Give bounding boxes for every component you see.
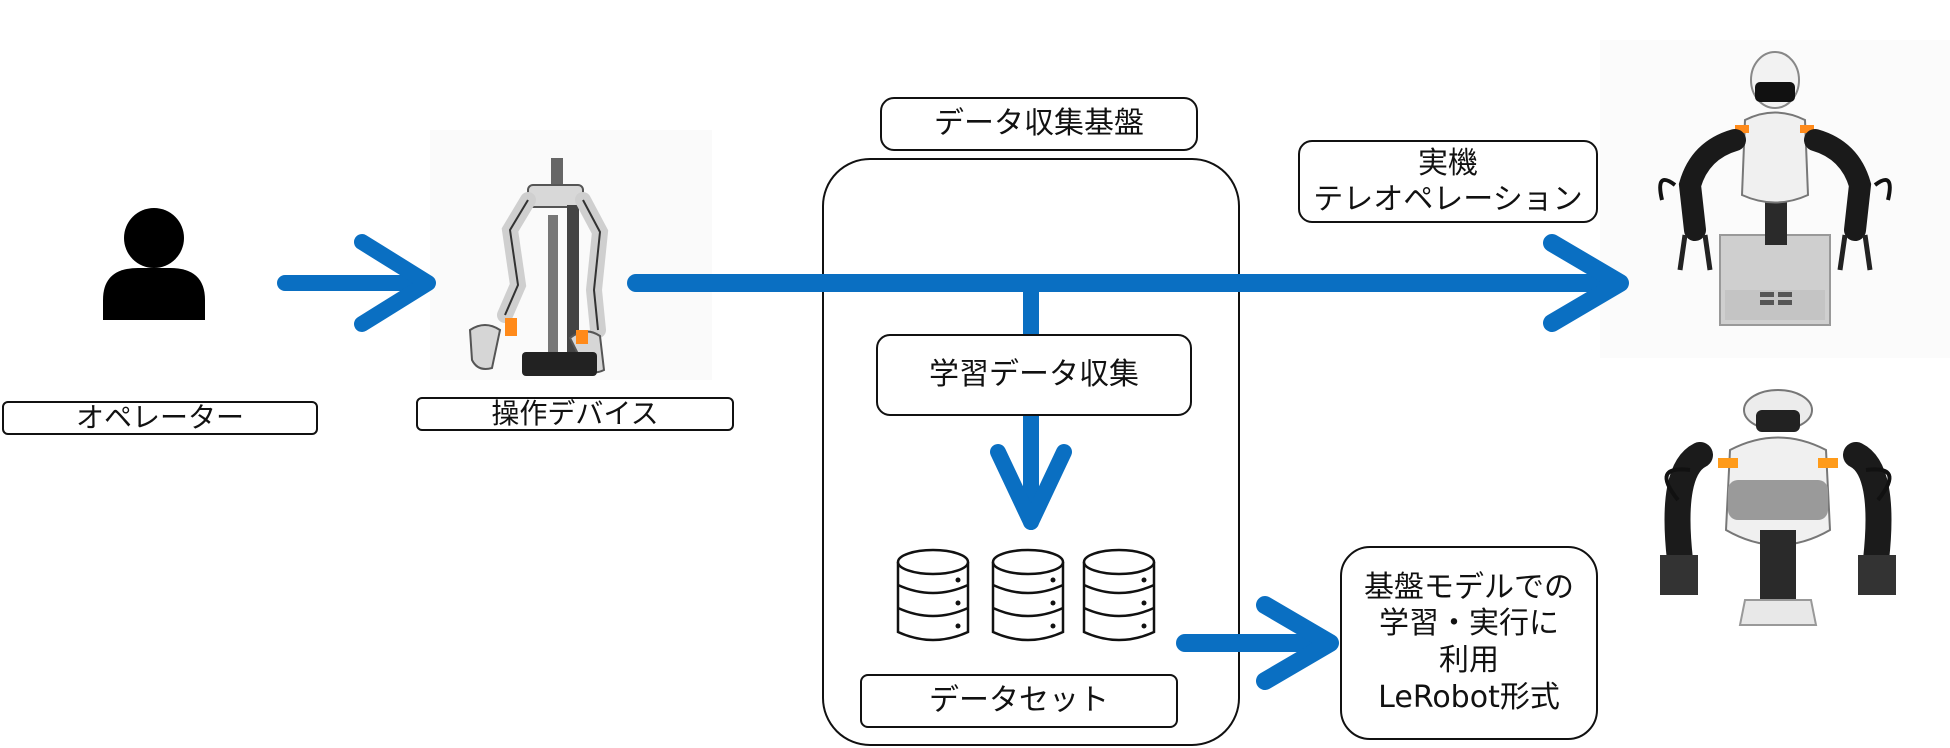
person-icon — [103, 208, 205, 320]
teleop-label-line1: 実機 — [1418, 145, 1478, 181]
arrow-collection-to-dataset — [990, 406, 1072, 530]
robot-humanoid-image — [1660, 389, 1896, 626]
teleop-device-image — [468, 158, 609, 376]
arrow-dataset-to-usage — [1176, 596, 1339, 690]
platform-title: データ収集基盤 — [880, 97, 1198, 151]
usage-label: 基盤モデルでの 学習・実行に 利用 LeRobot形式 — [1340, 546, 1598, 740]
collect-label-text: 学習データ収集 — [929, 357, 1139, 392]
operator-label-text: オペレーター — [75, 401, 244, 435]
usage-label-line4: LeRobot形式 — [1378, 679, 1560, 715]
dataset-label: データセット — [860, 674, 1178, 728]
teleop-label-line2: テレオペレーション — [1313, 181, 1583, 217]
dataset-label-text: データセット — [929, 683, 1109, 718]
operator-label: オペレーター — [2, 401, 318, 435]
teleop-label: 実機 テレオペレーション — [1298, 140, 1598, 223]
collect-label: 学習データ収集 — [876, 334, 1192, 416]
device-label-text: 操作デバイス — [491, 397, 659, 431]
platform-container — [822, 158, 1240, 746]
arrow-device-to-robot — [627, 234, 1629, 332]
device-label: 操作デバイス — [416, 397, 734, 431]
database-icon — [896, 548, 1156, 642]
robot-upper-body-image — [1658, 51, 1892, 326]
platform-title-text: データ収集基盤 — [934, 106, 1144, 141]
usage-label-line1: 基盤モデルでの — [1364, 569, 1574, 605]
usage-label-line2: 学習・実行に — [1379, 606, 1559, 642]
usage-label-line3: 利用 — [1439, 643, 1499, 678]
arrow-operator-to-device — [277, 234, 436, 332]
